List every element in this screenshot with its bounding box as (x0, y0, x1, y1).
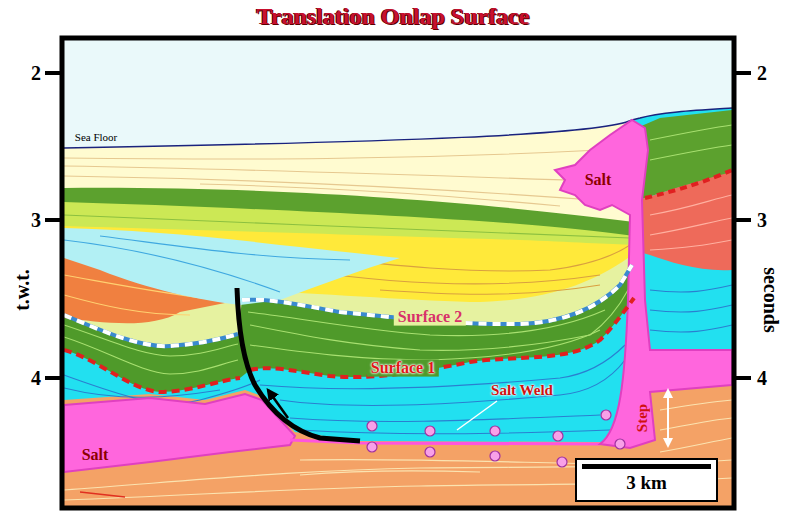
fault (237, 288, 360, 441)
title: Translation Onlap Surface (257, 4, 530, 29)
axis-ticks (734, 71, 751, 75)
surface-2-line (64, 265, 632, 346)
scale-text: 3 km (583, 472, 710, 495)
pale-reflectors (200, 184, 560, 206)
surface-2-dashes (64, 265, 632, 346)
cyan-reflectors (64, 388, 220, 397)
salt-diapir (555, 120, 732, 448)
surface-label: Surface 2 (394, 309, 466, 326)
pale-reflectors (64, 150, 620, 206)
pale-reflectors (64, 150, 600, 159)
weld-dots (425, 447, 435, 457)
axis-ticks (45, 73, 751, 378)
axis-ticks (734, 218, 751, 222)
red-reflectors (650, 240, 732, 250)
weld-dots (557, 457, 567, 467)
basement-reflectors (660, 438, 732, 452)
basement-reflectors (660, 418, 732, 430)
yellow-reflectors (380, 285, 600, 294)
surface-1-line (64, 298, 634, 392)
weld-dots (367, 421, 377, 431)
geology (64, 40, 732, 506)
basement-reflector (80, 492, 125, 497)
red-reflectors (650, 218, 732, 235)
blue-reflectors (64, 240, 280, 292)
pale-reflectors (64, 166, 620, 182)
axis-number: 4 (31, 368, 41, 389)
blue-wedge (64, 228, 400, 305)
cyan-reflectors (300, 430, 610, 434)
cyan-reflectors (650, 285, 732, 292)
basement-reflectors (300, 471, 480, 475)
salt-label: Salt (585, 172, 612, 189)
blue-reflectors (100, 236, 350, 260)
axis-number: 3 (31, 210, 41, 231)
salt-weld-label: Salt Weld (491, 383, 553, 399)
weld-dots (601, 410, 611, 420)
weld-dots (367, 442, 377, 452)
step-arrow (667, 390, 669, 446)
orange-reflectors (64, 295, 190, 315)
weld-dots (553, 431, 563, 441)
right-green-reflectors (650, 125, 732, 160)
axis-title: seconds (760, 267, 781, 333)
weld-dots (425, 426, 435, 436)
axis-number: 4 (757, 368, 767, 389)
red-reflectors (650, 195, 732, 215)
salt-label: Salt (82, 447, 109, 464)
red-dashed-horizon (645, 170, 732, 198)
axis-number: 2 (31, 63, 41, 84)
surface-label: Surface 1 (367, 360, 439, 377)
red-reflectors (650, 195, 732, 250)
scale-bar (582, 464, 711, 469)
weld-dots (615, 439, 625, 449)
blue-reflectors (64, 236, 350, 292)
axis-number: 3 (757, 210, 767, 231)
weld-dots (490, 451, 500, 461)
weld-dots (490, 426, 500, 436)
axis-ticks (45, 376, 62, 380)
scale-box: 3 km (575, 458, 718, 502)
cyan-reflectors (650, 325, 732, 332)
right-green-reflectors (650, 125, 732, 140)
axis-title: t.w.t. (12, 269, 33, 311)
step-label: Step (635, 404, 651, 432)
axis-ticks (734, 376, 751, 380)
basement-reflectors (300, 459, 600, 464)
axis-number: 2 (757, 63, 767, 84)
sea-floor-label: Sea Floor (75, 132, 117, 144)
leader-line (457, 401, 497, 430)
axis-ticks (45, 218, 62, 222)
pale-reflectors (64, 176, 620, 202)
cyan-reflectors (290, 415, 600, 421)
salt-body (64, 394, 295, 472)
axis-ticks (45, 71, 62, 75)
basement-reflectors (660, 400, 732, 410)
fault-arrow (268, 390, 288, 418)
right-green-reflectors (650, 145, 732, 160)
frame (62, 38, 734, 508)
basement (64, 40, 732, 506)
cyan-reflectors (650, 305, 732, 312)
